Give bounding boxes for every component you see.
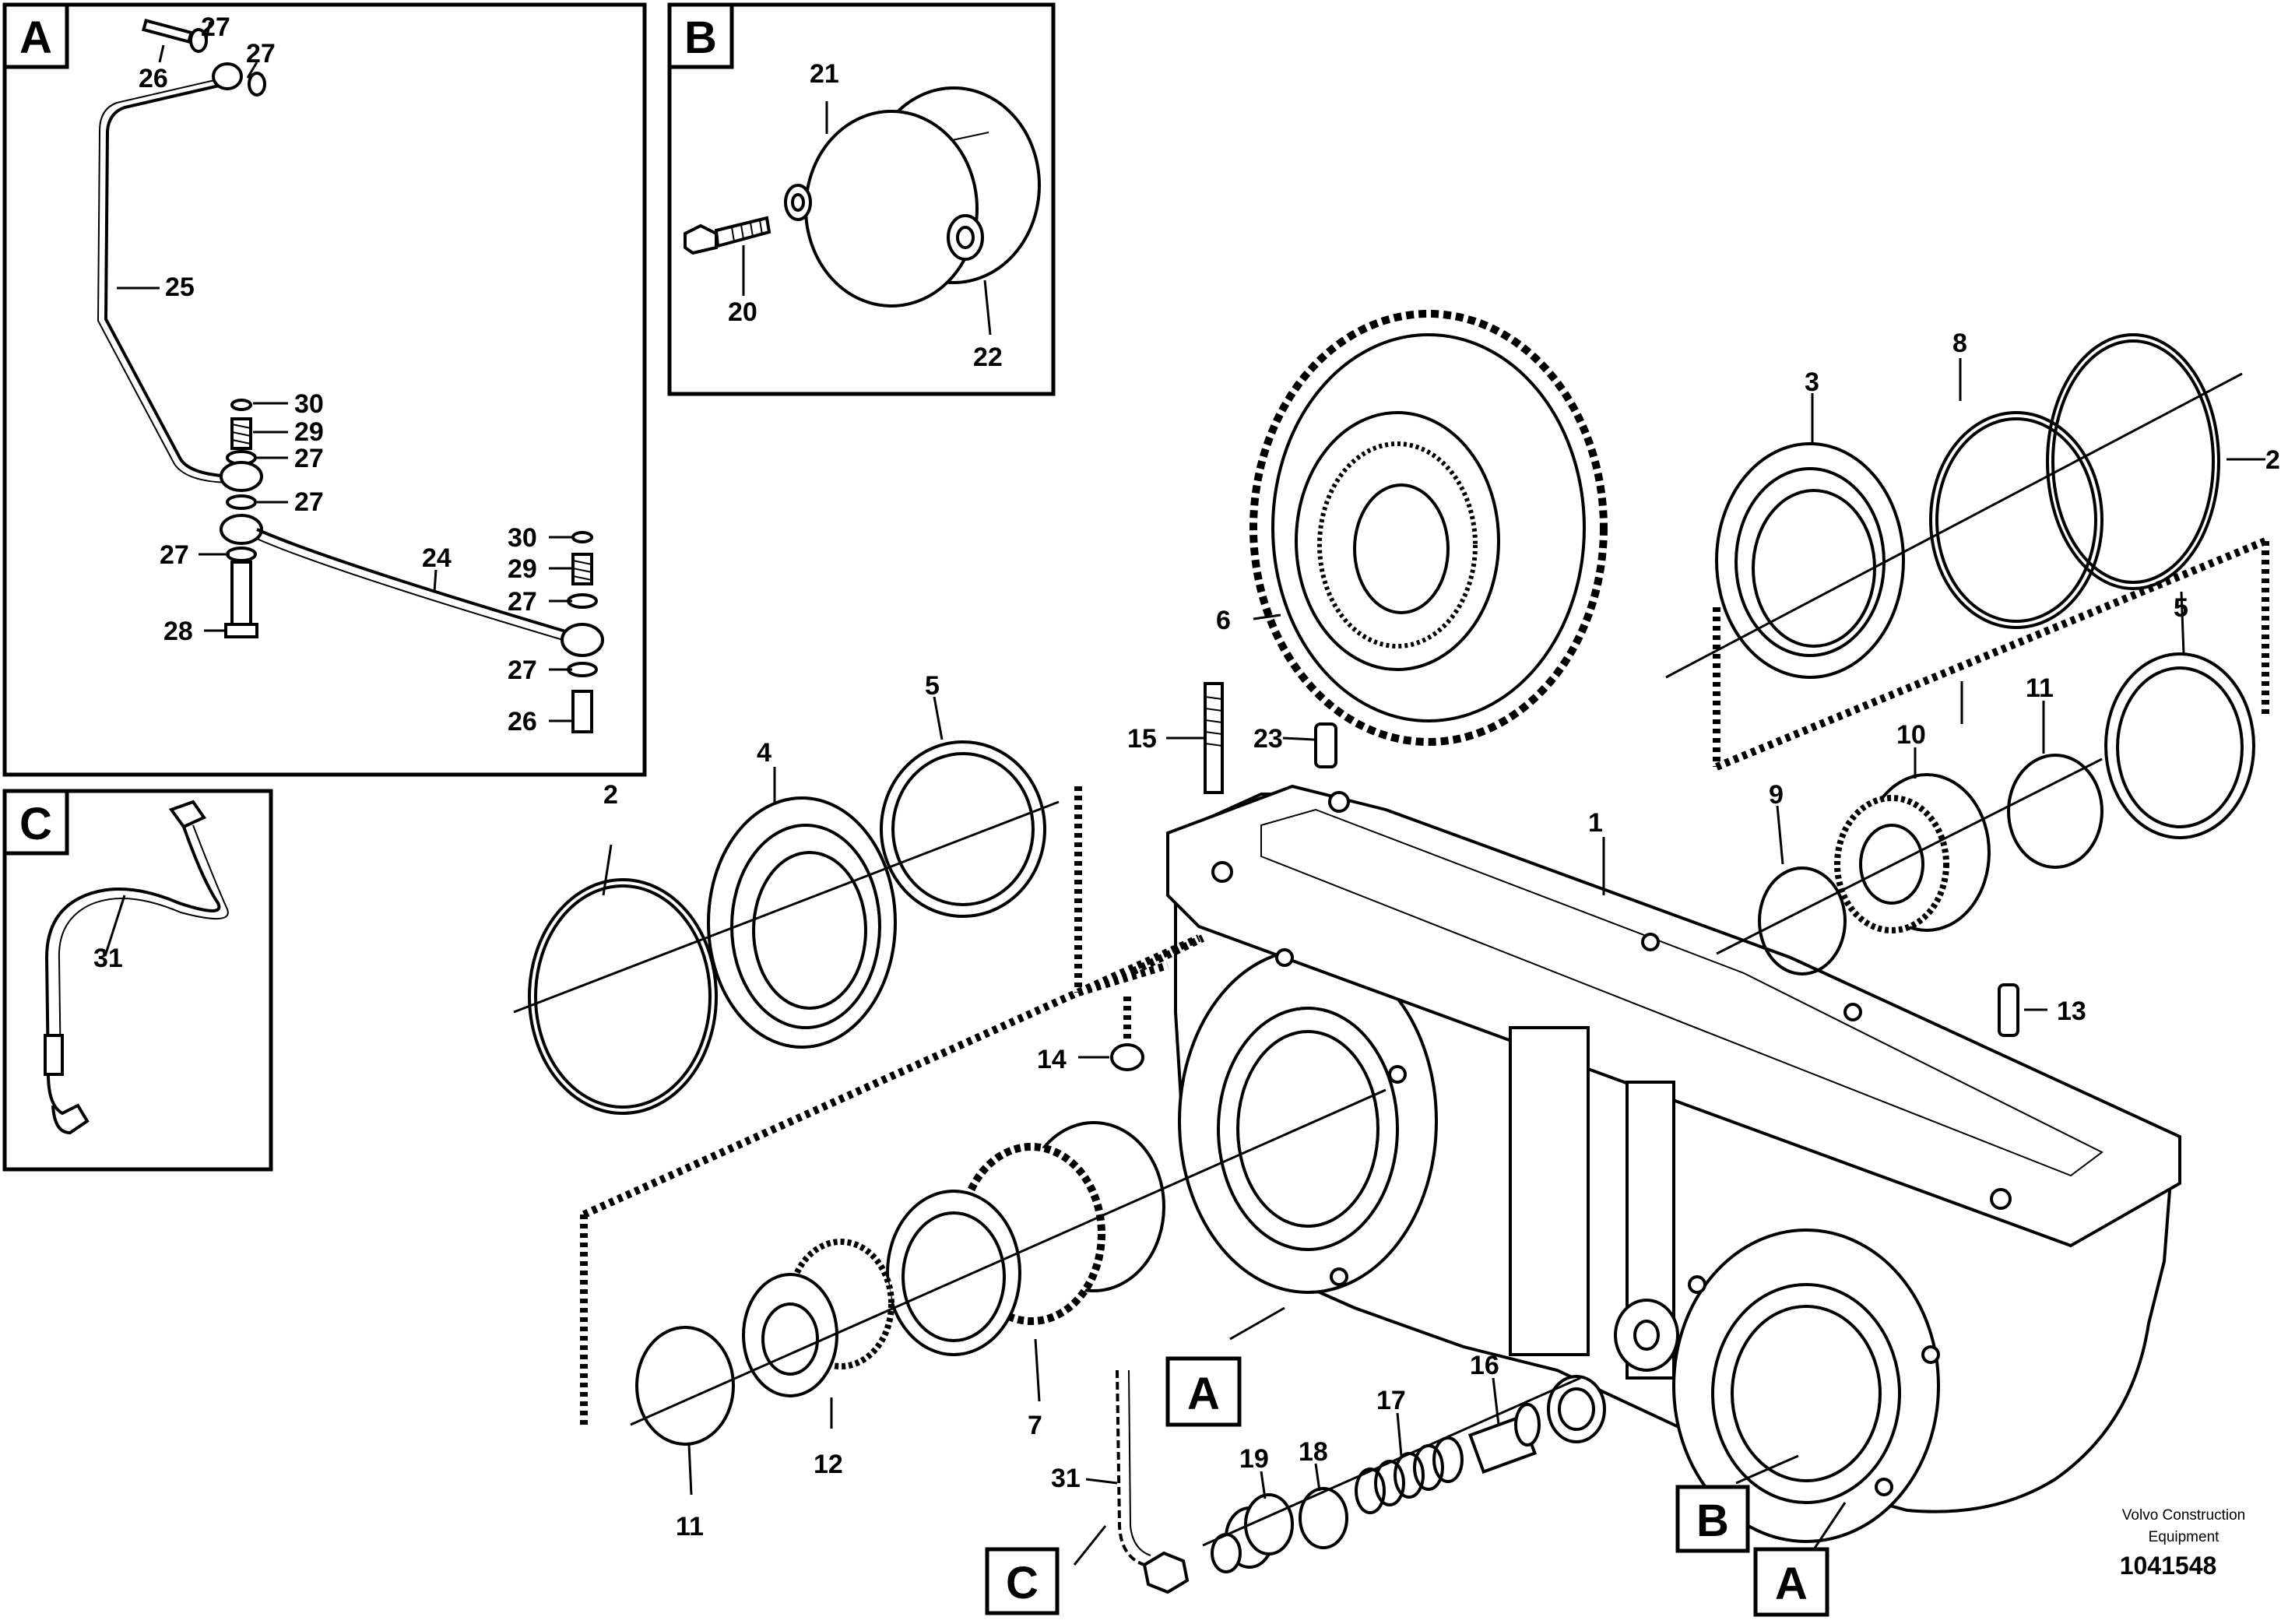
- label-26-top: 26: [139, 64, 168, 93]
- bolt-20-head-drawing: [684, 223, 718, 255]
- gear-6-drawing: [1249, 310, 1608, 746]
- label-27-lower-2: 27: [508, 656, 537, 685]
- label-16: 16: [1470, 1351, 1499, 1380]
- inset-a-oil-pipe: A: [2, 2, 647, 777]
- pipe-25-drawing: [104, 83, 234, 478]
- label-7: 7: [1028, 1411, 1042, 1440]
- nut-14-drawing: [1110, 1043, 1144, 1071]
- ref-box-a-right: A: [1753, 1547, 1829, 1617]
- spring-17-drawing: [1355, 1436, 1464, 1514]
- ring-5-left-drawing: [880, 740, 1046, 918]
- label-27-lower-1: 27: [508, 587, 537, 617]
- gear-10-drawing: [1834, 773, 1991, 933]
- label-11-right: 11: [2026, 673, 2054, 703]
- inset-b-letter: B: [684, 12, 717, 63]
- snap-ring-11-left-drawing: [635, 1326, 735, 1446]
- inset-a-letter: A: [19, 12, 52, 63]
- label-20: 20: [728, 297, 757, 327]
- label-19: 19: [1239, 1444, 1269, 1474]
- stud-15-drawing: [1204, 682, 1224, 794]
- label-29-upper: 29: [294, 417, 324, 447]
- inset-b-cover: B 21 20 22: [667, 2, 1056, 396]
- label-3: 3: [1805, 367, 1819, 397]
- label-30-lower: 30: [508, 523, 537, 553]
- inset-c-letter: C: [19, 799, 52, 849]
- ring-5-right-drawing: [2104, 652, 2255, 839]
- hose-31-main-drawing: [1116, 1369, 1145, 1566]
- gear-7-drawing: [886, 1121, 1165, 1356]
- footer-line-2: Equipment: [2149, 1529, 2220, 1545]
- label-2-right: 2: [2265, 445, 2280, 475]
- label-8: 8: [1952, 329, 1967, 358]
- pin-13-drawing: [1998, 983, 2019, 1037]
- ref-box-b: B: [1675, 1485, 1750, 1553]
- label-17: 17: [1376, 1386, 1406, 1415]
- label-27-top-right: 27: [246, 39, 276, 69]
- snap-ring-11-right-drawing: [2007, 754, 2104, 869]
- label-27-mid-left: 27: [160, 540, 189, 570]
- label-1: 1: [1588, 808, 1603, 838]
- main-exploded-view: 1 2 2 3 4 5 5 6 7 8 9 10 11 11 12 13 14 …: [513, 310, 2280, 1617]
- pipe-24-drawing: [256, 528, 577, 636]
- label-22: 22: [973, 343, 1003, 372]
- label-31-inset: 31: [93, 944, 123, 973]
- snap-ring-9-drawing: [1758, 866, 1847, 975]
- label-10: 10: [1896, 720, 1926, 750]
- inset-c-hose: C 31: [2, 789, 273, 1172]
- cover-21-drawing: [804, 110, 979, 308]
- label-30-upper: 30: [294, 389, 324, 419]
- bolt-26-bottom-drawing: [571, 690, 593, 733]
- footer-line-1: Volvo Construction: [2122, 1507, 2245, 1524]
- footer: Volvo Construction Equipment 1041548: [2120, 1507, 2246, 1580]
- label-5-left: 5: [925, 671, 940, 701]
- bearing-3-drawing: [1715, 442, 1905, 679]
- label-21: 21: [810, 59, 839, 89]
- pin-23-drawing: [1314, 722, 1337, 768]
- o-ring-18-drawing: [1299, 1487, 1348, 1549]
- housing-1-drawing: [1166, 784, 2181, 1543]
- drawing-number: 1041548: [2120, 1552, 2217, 1580]
- label-27-top-left: 27: [201, 12, 230, 42]
- label-9: 9: [1769, 780, 1784, 810]
- label-4: 4: [757, 738, 771, 768]
- svg-text:A: A: [1187, 1369, 1220, 1419]
- label-25: 25: [165, 272, 195, 302]
- label-23: 23: [1253, 724, 1283, 754]
- label-31-main: 31: [1051, 1464, 1081, 1493]
- label-26-bottom: 26: [508, 707, 537, 736]
- label-14: 14: [1037, 1045, 1067, 1074]
- label-6: 6: [1216, 606, 1231, 635]
- label-27-mid-2: 27: [294, 487, 324, 517]
- label-5-right: 5: [2174, 593, 2188, 623]
- label-11-left: 11: [676, 1512, 704, 1541]
- ref-box-c: C: [985, 1547, 1060, 1615]
- label-12: 12: [814, 1450, 843, 1479]
- label-28: 28: [163, 617, 193, 646]
- bearing-4-drawing: [707, 796, 897, 1049]
- hose-31-inset-drawing: [44, 826, 221, 1075]
- label-2-left: 2: [603, 780, 618, 810]
- label-29-lower: 29: [508, 554, 537, 584]
- label-13: 13: [2057, 997, 2086, 1026]
- bolt-28-drawing: [230, 561, 252, 632]
- svg-text:C: C: [1006, 1558, 1039, 1608]
- label-27-mid-1: 27: [294, 444, 324, 473]
- ref-box-a-center: A: [1165, 1356, 1242, 1427]
- snap-ring-8-drawing: [1929, 411, 2104, 629]
- snap-ring-2-right-drawing: [2046, 333, 2220, 590]
- piston-16-drawing: [1467, 1403, 1541, 1475]
- label-15: 15: [1127, 724, 1157, 754]
- svg-text:B: B: [1696, 1496, 1729, 1546]
- snap-ring-2-left-drawing: [528, 878, 718, 1115]
- svg-text:A: A: [1775, 1559, 1808, 1609]
- valve-19-drawing: [1211, 1493, 1294, 1573]
- label-24: 24: [422, 543, 452, 573]
- label-18: 18: [1299, 1437, 1328, 1467]
